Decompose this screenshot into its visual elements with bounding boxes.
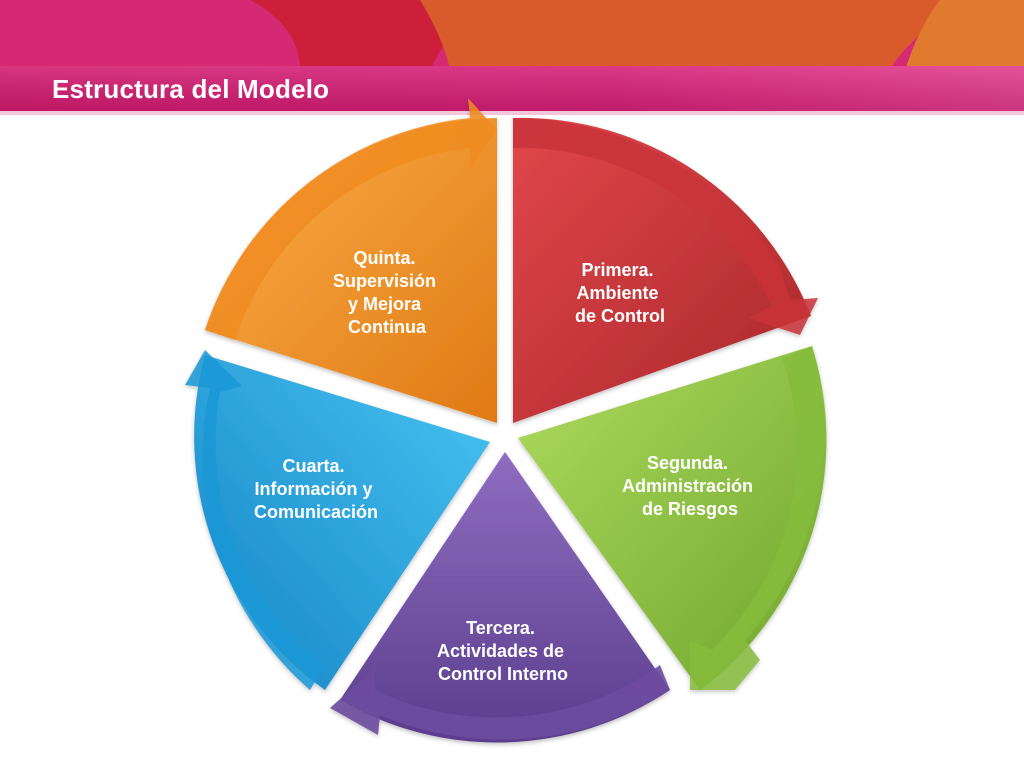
segment-cuarta-arrow bbox=[185, 350, 325, 690]
title-band-shade bbox=[0, 66, 1024, 112]
banner-orange-shape bbox=[420, 0, 960, 70]
title-band-edge bbox=[0, 111, 1024, 115]
segment-segunda-shape bbox=[518, 346, 827, 690]
slide-title: Estructura del Modelo bbox=[52, 74, 330, 104]
label-tercera: Tercera. Actividades de Control Interno bbox=[437, 618, 569, 684]
segment-quinta bbox=[205, 98, 497, 423]
label-cuarta: Cuarta. Información y Comunicación bbox=[254, 456, 378, 522]
segment-primera bbox=[513, 117, 818, 423]
label-quinta-line-1: Quinta. bbox=[353, 248, 415, 268]
segment-quinta-shape bbox=[205, 118, 497, 423]
segment-primera-arrow bbox=[513, 117, 818, 335]
segment-cuarta bbox=[185, 350, 490, 690]
segment-tercera-shape bbox=[340, 452, 670, 743]
label-segunda-line-1: Segunda. bbox=[647, 453, 728, 473]
banner-red-shape bbox=[250, 0, 480, 70]
label-primera: Primera. Ambiente de Control bbox=[575, 260, 665, 326]
label-segunda-line-2: Administración bbox=[622, 476, 753, 496]
segment-segunda bbox=[518, 346, 827, 690]
label-tercera-line-3: Control Interno bbox=[438, 664, 568, 684]
label-quinta-line-2: Supervisión bbox=[333, 271, 436, 291]
label-primera-line-1: Primera. bbox=[581, 260, 653, 280]
label-segunda-line-3: de Riesgos bbox=[642, 499, 738, 519]
banner-light-orange-shape bbox=[905, 0, 1024, 70]
segment-tercera bbox=[330, 452, 670, 743]
label-primera-line-2: Ambiente bbox=[576, 283, 658, 303]
segment-tercera-arrow bbox=[330, 665, 670, 740]
label-quinta-line-3: y Mejora bbox=[348, 294, 422, 314]
label-cuarta-line-2: Información y bbox=[254, 479, 372, 499]
label-segunda: Segunda. Administración de Riesgos bbox=[622, 453, 758, 519]
segment-primera-shape bbox=[513, 117, 811, 423]
label-quinta: Quinta. Supervisión y Mejora Continua bbox=[333, 248, 441, 337]
label-tercera-line-2: Actividades de bbox=[437, 641, 564, 661]
label-primera-line-3: de Control bbox=[575, 306, 665, 326]
label-cuarta-line-1: Cuarta. bbox=[282, 456, 344, 476]
segment-segunda-arrow bbox=[690, 346, 825, 690]
label-quinta-line-4: Continua bbox=[348, 317, 427, 337]
segment-quinta-arrow bbox=[205, 98, 497, 340]
header-banner bbox=[0, 0, 1024, 115]
label-tercera-line-1: Tercera. bbox=[466, 618, 535, 638]
label-cuarta-line-3: Comunicación bbox=[254, 502, 378, 522]
